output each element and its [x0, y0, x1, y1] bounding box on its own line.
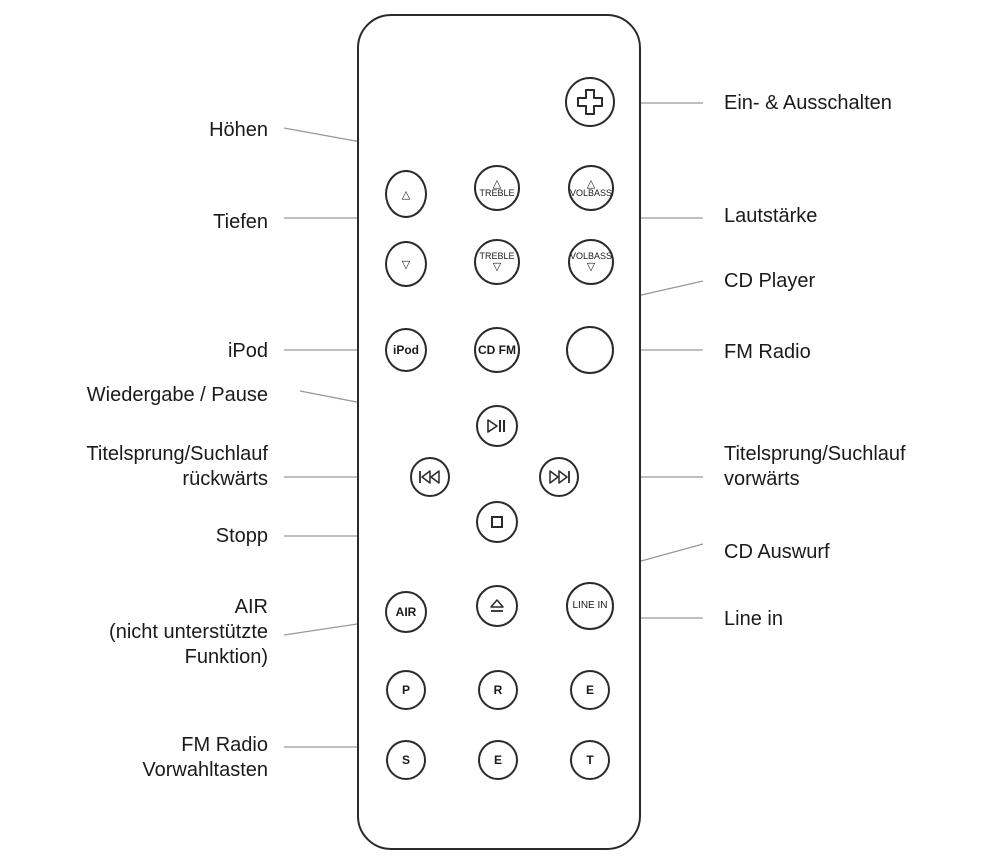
preset-p-label: P	[401, 683, 410, 697]
callout-stopp: Stopp	[215, 525, 268, 547]
next-button[interactable]	[539, 457, 579, 497]
cd-button[interactable]: CD FM	[474, 327, 520, 373]
callout-tiefen: Tiefen	[213, 211, 268, 233]
callout-air-line2: (nicht unterstützte	[109, 621, 268, 643]
air-button[interactable]: AIR	[385, 591, 427, 633]
power-plus-icon	[577, 89, 603, 115]
callout-titel-vor-line2: vorwärts	[724, 468, 800, 490]
callout-wiedergabe: Wiedergabe / Pause	[86, 384, 268, 406]
callout-cd-player: CD Player	[724, 270, 816, 292]
callout-line-in: Line in	[724, 608, 783, 630]
stop-icon	[491, 516, 503, 528]
vol-down-button[interactable]: VOLBASS ▽	[568, 239, 614, 285]
callout-ipod: iPod	[227, 340, 268, 362]
preset-s-button[interactable]: S	[386, 740, 426, 780]
triangle-down-icon: ▽	[586, 260, 596, 273]
eject-icon	[490, 599, 504, 612]
callout-air-line1: AIR	[234, 596, 268, 618]
callout-air-line3: Funktion)	[184, 646, 268, 668]
triangle-up-icon: △	[492, 177, 502, 190]
vol-up-button[interactable]: △ VOLBASS	[568, 165, 614, 211]
triangle-down-icon: ▽	[492, 260, 502, 273]
vol-down-label: VOLBASS	[569, 251, 613, 261]
play-pause-icon	[487, 419, 505, 433]
callout-titel-rueck-line2: rückwärts	[182, 468, 268, 490]
line-in-button[interactable]: LINE IN	[566, 582, 614, 630]
callout-titel-vor-line1: Titelsprung/Suchlauf	[724, 443, 906, 465]
preset-r-label: R	[493, 683, 503, 697]
preset-e2-button[interactable]: E	[478, 740, 518, 780]
treble-up-button[interactable]: △ TREBLE	[474, 165, 520, 211]
callout-fm-presets: FM Radio Vorwahltasten	[142, 733, 268, 783]
air-button-label: AIR	[395, 605, 417, 619]
triangle-down-icon: ▽	[401, 257, 411, 271]
treble-down-button[interactable]: TREBLE ▽	[474, 239, 520, 285]
preset-e1-label: E	[585, 683, 594, 697]
preset-t-button[interactable]: T	[570, 740, 610, 780]
treble-up-label: TREBLE	[479, 188, 515, 198]
callout-titel-rueck-line1: Titelsprung/Suchlauf	[86, 443, 268, 465]
callout-hoehen: Höhen	[209, 119, 268, 141]
bass-down-button[interactable]: ▽	[385, 241, 427, 287]
skip-forward-icon	[549, 470, 570, 484]
ipod-button-label: iPod	[393, 343, 419, 357]
preset-e1-button[interactable]: E	[570, 670, 610, 710]
eject-button[interactable]	[476, 585, 518, 627]
callout-titel-rueck: Titelsprung/Suchlauf rückwärts	[86, 442, 268, 492]
preset-e2-label: E	[493, 753, 502, 767]
callout-cd-auswurf: CD Auswurf	[724, 541, 830, 563]
play-pause-button[interactable]	[476, 405, 518, 447]
callout-air: AIR (nicht unterstützte Funktion)	[109, 595, 268, 670]
bass-up-button[interactable]: △	[385, 170, 427, 218]
stop-button[interactable]	[476, 501, 518, 543]
vol-up-label: VOLBASS	[569, 188, 613, 198]
preset-p-button[interactable]: P	[386, 670, 426, 710]
callout-titel-vor: Titelsprung/Suchlauf vorwärts	[724, 442, 906, 492]
line-in-button-label: LINE IN	[572, 600, 608, 611]
callout-fm-presets-line1: FM Radio	[181, 734, 268, 756]
callout-ein-aus: Ein- & Ausschalten	[724, 92, 892, 114]
cd-button-label: CD FM	[478, 343, 516, 357]
callout-fm-presets-line2: Vorwahltasten	[142, 759, 268, 781]
preset-t-label: T	[586, 753, 594, 767]
triangle-up-icon: △	[401, 187, 411, 201]
fm-button[interactable]	[566, 326, 614, 374]
power-button[interactable]	[565, 77, 615, 127]
preset-r-button[interactable]: R	[478, 670, 518, 710]
treble-down-label: TREBLE	[479, 251, 515, 261]
callout-lautstaerke: Lautstärke	[724, 205, 818, 227]
triangle-up-icon: △	[586, 177, 596, 190]
preset-s-label: S	[401, 753, 410, 767]
prev-button[interactable]	[410, 457, 450, 497]
skip-back-icon	[419, 470, 440, 484]
ipod-button[interactable]: iPod	[385, 328, 427, 372]
callout-fm-radio: FM Radio	[724, 341, 811, 363]
